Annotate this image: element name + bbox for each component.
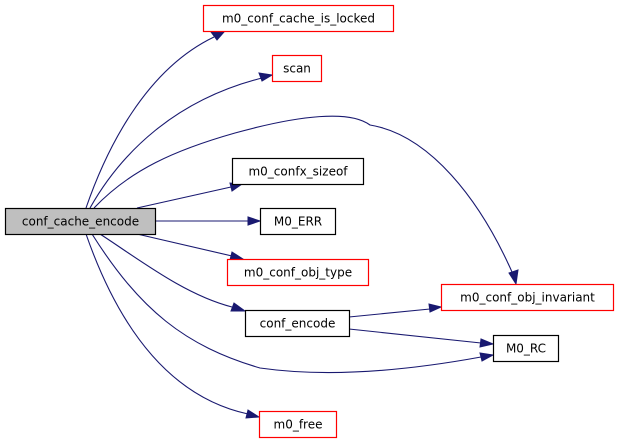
node-m0_conf_obj_invariant[interactable]: m0_conf_obj_invariant (440, 283, 615, 312)
node-label: m0_conf_cache_is_locked (222, 12, 375, 26)
edge-conf_cache_encode-to-m0_conf_obj_invariant (93, 115, 519, 286)
node-box (226, 258, 370, 287)
edge-conf_encode-to-M0_RC (348, 328, 495, 348)
arrowhead-icon (230, 302, 247, 312)
node-box (271, 54, 323, 83)
node-label: m0_free (274, 418, 323, 432)
edge-line (89, 77, 263, 209)
node-label: M0_ERR (274, 215, 322, 229)
arrowhead-icon (508, 269, 519, 286)
node-box (244, 309, 351, 338)
arrowhead-icon (258, 72, 274, 82)
node-box (4, 207, 157, 236)
node-M0_ERR[interactable]: M0_ERR (259, 207, 337, 236)
edge-line (348, 308, 431, 318)
edge-line (85, 233, 249, 415)
node-box (492, 334, 560, 363)
edge-conf_encode-to-m0_conf_obj_invariant (348, 303, 443, 318)
node-m0_conf_cache_is_locked[interactable]: m0_conf_cache_is_locked (202, 4, 395, 33)
node-box (202, 4, 395, 33)
edge-line (85, 36, 215, 209)
arrowhead-icon (247, 216, 262, 226)
nodes-layer: conf_cache_encode m0_conf_cache_is_locked… (4, 4, 615, 439)
node-m0_free[interactable]: m0_free (258, 410, 338, 439)
node-m0_confx_sizeof[interactable]: m0_confx_sizeof (231, 157, 365, 186)
edge-line (99, 233, 233, 308)
edge-conf_cache_encode-to-M0_RC (91, 233, 495, 374)
edge-line (348, 328, 482, 344)
node-label: M0_RC (506, 342, 546, 356)
arrowhead-icon (210, 31, 226, 41)
arrowhead-icon (479, 352, 495, 362)
node-label: m0_confx_sizeof (248, 165, 348, 179)
edge-conf_cache_encode-to-conf_encode (99, 233, 247, 312)
edge-conf_cache_encode-to-m0_free (85, 233, 261, 419)
node-m0_conf_obj_type[interactable]: m0_conf_obj_type (226, 258, 370, 287)
arrowhead-icon (479, 338, 495, 348)
edge-line (91, 233, 482, 374)
node-conf_cache_encode: conf_cache_encode (4, 207, 157, 236)
edge-line (136, 233, 233, 257)
node-label: m0_conf_obj_type (244, 266, 352, 280)
arrowhead-icon (245, 409, 261, 419)
node-label: scan (283, 62, 311, 76)
node-box (258, 410, 338, 439)
node-label: conf_cache_encode (22, 215, 139, 229)
arrowhead-icon (428, 303, 443, 313)
edge-conf_cache_encode-to-m0_confx_sizeof (136, 182, 244, 209)
arrowhead-icon (229, 251, 245, 261)
edge-conf_cache_encode-to-M0_ERR (155, 216, 262, 226)
node-conf_encode[interactable]: conf_encode (244, 309, 351, 338)
edge-conf_cache_encode-to-scan (89, 72, 274, 209)
edge-line (93, 115, 513, 273)
node-box (440, 283, 615, 312)
node-M0_RC[interactable]: M0_RC (492, 334, 560, 363)
node-box (259, 207, 337, 236)
edge-conf_cache_encode-to-m0_conf_obj_type (136, 233, 245, 261)
edge-line (136, 186, 232, 209)
node-scan[interactable]: scan (271, 54, 323, 83)
node-label: m0_conf_obj_invariant (460, 291, 595, 305)
node-label: conf_encode (260, 317, 336, 331)
node-box (231, 157, 365, 186)
